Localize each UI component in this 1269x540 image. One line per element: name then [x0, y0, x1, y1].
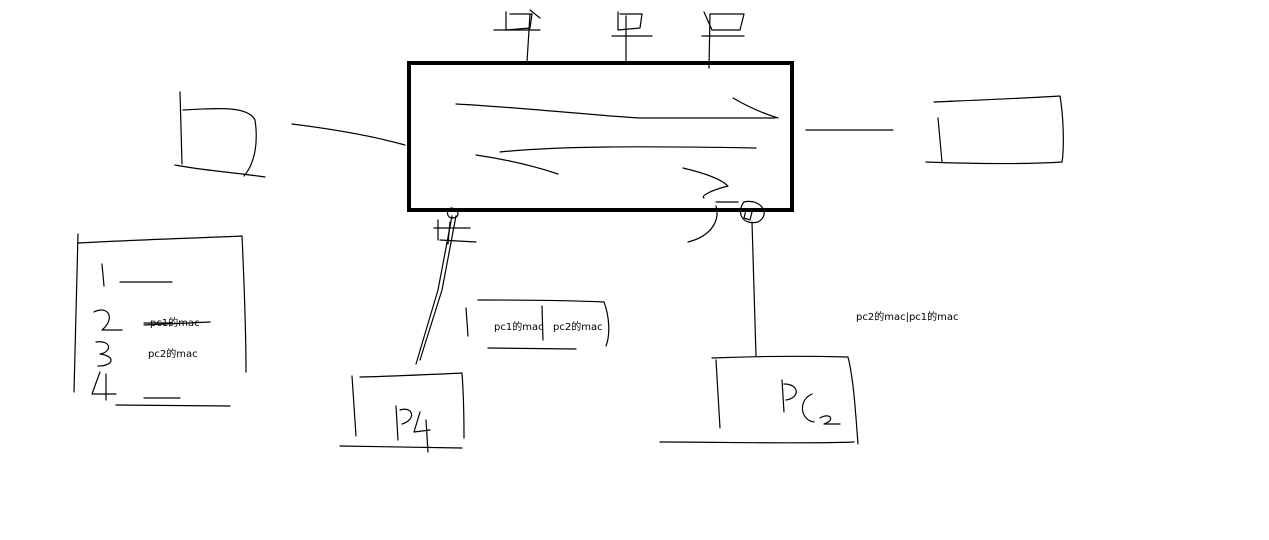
switch-box	[407, 61, 794, 212]
frame-pc2-to-pc1-label: pc2的mac|pc1的mac	[856, 312, 959, 323]
frame-pc1-to-pc2-sketch	[465, 299, 610, 350]
left-device	[174, 91, 406, 178]
port-2-scribble	[611, 11, 653, 63]
pc1-device	[339, 207, 477, 453]
pc2-device	[659, 200, 859, 445]
mac-table-row-3-value: pc2的mac	[148, 349, 198, 360]
frame-pc1-to-pc2-src-mac: pc2的mac	[553, 322, 603, 333]
port-3-scribble	[701, 11, 745, 69]
right-device	[805, 95, 1064, 165]
mac-table-sketch	[73, 233, 247, 407]
port-1-scribble	[493, 9, 541, 63]
switch-internal-arrows	[455, 97, 779, 199]
frame-pc1-to-pc2-dest-mac: pc1的mac	[494, 322, 544, 333]
mac-table-row-2-value: pc1的mac	[150, 318, 200, 329]
mac-row2-strikethrough	[143, 321, 211, 326]
